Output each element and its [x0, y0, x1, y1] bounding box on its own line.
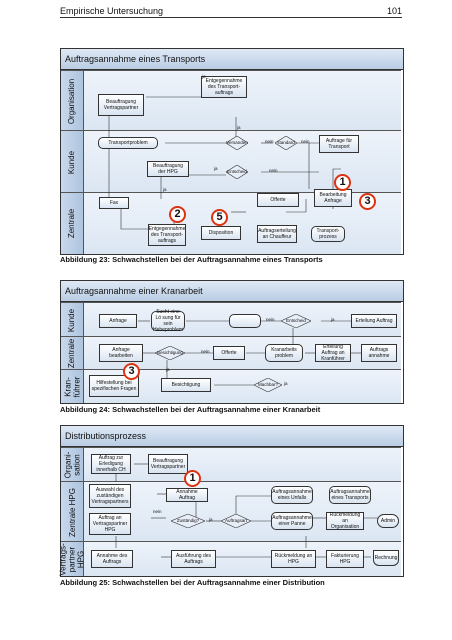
event-auftragsannahme-panne: Auftragsannahme einer Panne	[271, 512, 313, 530]
decision-versanden: Versanden	[225, 135, 249, 151]
box-annahme-auftrags: Annahme des Auftrags	[91, 550, 133, 568]
weakness-marker: 3	[123, 363, 140, 380]
box-rueckmeldung-organisation: Rückmeldung an Organisation	[326, 512, 364, 530]
event-auftragsannahme-unfall: Auftragsannahme eines Unfalls	[271, 486, 313, 504]
box-beauftragung-vertragspartner: Beauftragung Vertragspartner	[98, 94, 144, 116]
figure-23-diagram: Auftragsannahme eines Transports Organis…	[60, 48, 404, 255]
box-beauftragung-hpg: Beauftragung der HPG	[147, 161, 189, 177]
decision-entscheid: Entscheid	[225, 164, 249, 180]
box-fakturierung-hpg: Fakturierung HPG	[326, 550, 364, 568]
box-auftrag-erledigung: Auftrag zur Erledigung innerhalb CH	[91, 454, 131, 474]
box-beauftragung-vertragspartner: Beauftragung Vertragspartner	[148, 454, 188, 474]
box-anfrage: Anfrage	[99, 314, 137, 328]
weakness-marker: 3	[359, 193, 376, 210]
event-hebeproblem: Sucht eine Lö sung für sein Hebeproblem	[151, 309, 185, 333]
figure-24-caption: Abbildung 24: Schwachstellen bei der Auf…	[60, 405, 321, 414]
box-anfrage-bearbeiten: Anfrage bearbeiten	[99, 344, 143, 362]
box-auftrag-vertragspartner: Auftrag an Vertragspartner HPG	[89, 513, 131, 535]
box-ausfuehrung-auftrags: Ausführung des Auftrags	[171, 550, 216, 568]
event-transportproblem: Transportproblem	[98, 137, 158, 149]
flow-label: ja	[214, 166, 218, 171]
flow-label: ja	[166, 367, 170, 372]
decision-auftragsart: Auftragsart	[220, 513, 252, 529]
box-hilfestellung: Hilfestellung bei spezifischen Fragen	[89, 375, 139, 397]
decision-zustaendig: Zuständig?	[170, 513, 206, 529]
flow-label: nein	[269, 168, 278, 173]
box-besichtigung: Besichtigung	[161, 378, 211, 392]
figure-23-title: Auftragsannahme eines Transports	[61, 49, 403, 70]
weakness-marker: 1	[334, 174, 351, 191]
box-entgegennahme-transportauftrag-zentrale: Entgegennahme des Transport-auftrags	[148, 224, 186, 246]
flow-label: nein	[266, 317, 275, 322]
box-offerte: Offerte	[213, 346, 245, 360]
header-title: Empirische Untersuchung	[60, 6, 164, 16]
diamond-label: standard	[277, 140, 295, 145]
flow-connectors	[108, 78, 344, 234]
event-admin: Admin	[377, 514, 399, 528]
flow-connectors	[115, 463, 386, 558]
box-rueckmeldung-hpg: Rückmeldung an HPG	[271, 550, 316, 568]
figure-24-title: Auftragsannahme einer Kranarbeit	[61, 281, 403, 302]
diamond-label: Auftragsart	[224, 518, 247, 523]
box-auftragserteilung-chauffeur: Auftragserteilung an Chauffeur	[257, 225, 297, 243]
page-number: 101	[386, 6, 402, 16]
event-auftragsannahme-transport: Auftragsannahme eines Transports	[329, 486, 371, 504]
box-auswahl-vertragspartner: Auswahl des zuständigen Vertragspartners	[89, 484, 131, 508]
figure-23-caption: Abbildung 23: Schwachstellen bei der Auf…	[60, 255, 323, 264]
box-auftrag-kranfuehrer: Erteilung Auftrag an Kranführer	[315, 344, 351, 362]
figure-25-caption: Abbildung 25: Schwachstellen bei der Auf…	[60, 578, 325, 587]
flow-label: nein	[153, 509, 162, 514]
lane-organisation: Organi- sation	[61, 447, 401, 482]
figure-25-diagram: Distributionsprozess Organi- sation Zent…	[59, 425, 404, 577]
page-header: Empirische Untersuchung 101	[60, 6, 402, 18]
diamond-label: Zuständig?	[176, 518, 200, 523]
box-annahme-auftrag: Annahme Auftrag	[166, 488, 208, 502]
decision-machbar: Machbar?	[253, 377, 283, 393]
figure-25-title: Distributionsprozess	[61, 426, 403, 447]
event-blank	[229, 314, 261, 328]
flow-label: ja	[163, 187, 167, 192]
figure-24-diagram: Auftragsannahme einer Kranarbeit Kunde Z…	[60, 280, 404, 404]
flow-label: nein	[265, 139, 274, 144]
diamond-label: Entscheid	[286, 318, 306, 323]
box-offerte: Offerte	[257, 193, 299, 207]
weakness-marker: 1	[184, 470, 201, 487]
event-transportprozess: Transport-prozess	[311, 226, 345, 242]
flow-label: ja	[284, 381, 288, 386]
flow-label: nein	[301, 139, 310, 144]
box-entgegennahme-transportauftrag: Entgegennahme des Transport-auftrags	[201, 76, 247, 98]
box-auftrage-transport: Auftrage für Transport	[319, 135, 359, 153]
box-erteilung-auftrag: Erteilung Auftrag	[351, 314, 397, 328]
decision-standard: standard	[274, 135, 298, 151]
box-fax: Fax	[99, 197, 129, 209]
flow-label: ja	[331, 317, 335, 322]
flow-label: ja	[209, 517, 213, 522]
weakness-marker: 2	[169, 206, 186, 223]
diamond-label: Versanden	[226, 140, 248, 145]
decision-besichtigung: Besichtigung	[154, 345, 186, 361]
diamond-label: Besichtigung	[157, 350, 183, 355]
diamond-label: Machbar?	[257, 382, 278, 387]
box-auftragsannahme: Auftrags annahme	[361, 344, 397, 362]
flow-label: ja	[202, 74, 206, 79]
decision-entscheid: Entscheid	[280, 313, 312, 329]
box-bearbeitung-anfrage: Bearbeitung Anfrage	[314, 189, 352, 207]
diamond-label: Entscheid	[227, 169, 247, 174]
box-disposition: Disposition	[201, 226, 241, 240]
flow-label: nein	[201, 349, 210, 354]
event-kranarbeitsproblem: Kranarbeits problem	[265, 344, 303, 362]
weakness-marker: 5	[211, 209, 228, 226]
document-rechnung: Rechnung	[373, 550, 399, 566]
flow-label: ja	[237, 125, 241, 130]
